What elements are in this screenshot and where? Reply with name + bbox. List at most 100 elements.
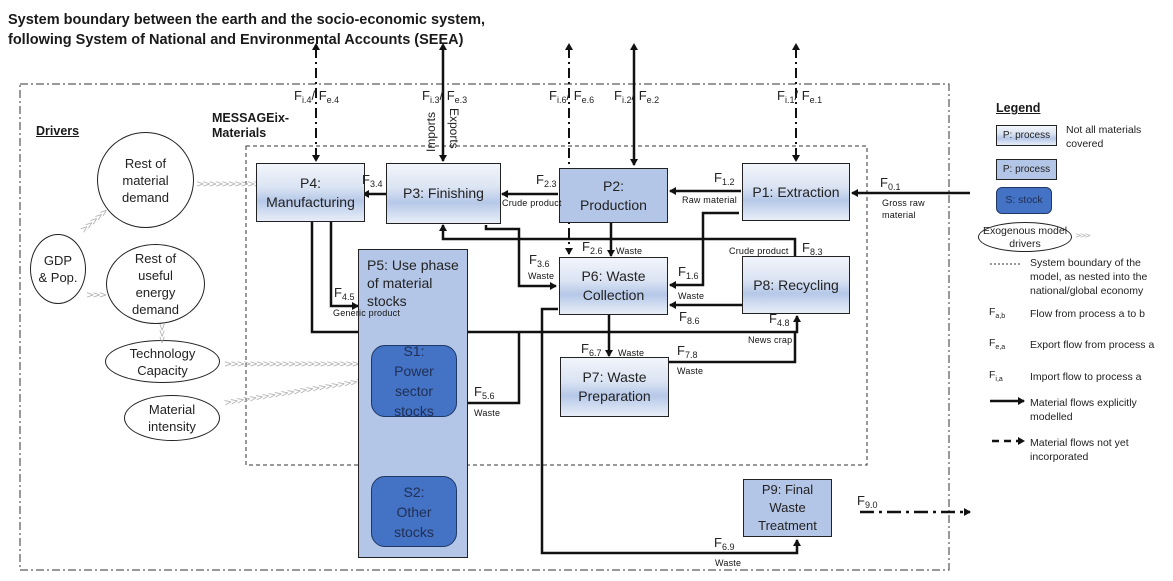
model-header: MESSAGEix- Materials (212, 111, 289, 141)
flow-desc-f45: Generic product (333, 308, 401, 318)
flow-label-f69: F6.9 (714, 535, 735, 552)
flow-label-f90: F9.0 (857, 493, 878, 510)
legend-boundary-text: System boundary of the model, as nested … (1030, 257, 1148, 297)
flow-desc-f48: News crap (748, 335, 793, 345)
legend-fia-symbol: Fi,a (989, 369, 1003, 384)
legend-fab-text: Flow from process a to b (1030, 308, 1145, 320)
legend-process-solid: P: process (996, 159, 1057, 180)
legend-process-gradient-note: Not all materials covered (1066, 124, 1142, 150)
stock-s1-power-sector[interactable]: S1: Power sector stocks (371, 343, 457, 419)
driver-material-intensity: Material intensity (124, 395, 220, 441)
flow-desc-f83: Crude product (729, 246, 789, 256)
chevron-arrow-icon: >>> (156, 322, 168, 343)
flow-label-f48: F4.8 (769, 311, 790, 328)
driver-gdp-pop: GDP & Pop. (30, 234, 86, 304)
flow-label-f67: F6.7 (581, 341, 602, 358)
trade-label-p1: Fi.1/ Fe.1 (777, 88, 823, 105)
chevron-arrow-icon: >>> (1075, 231, 1091, 240)
flow-desc-f36: Waste (528, 271, 555, 281)
flow-desc-f12: Raw material (682, 195, 737, 205)
process-p6-waste-collection[interactable]: P6: Waste Collection (559, 257, 668, 315)
title-line-1: System boundary between the earth and th… (8, 12, 486, 28)
model-header-line-2: Materials (212, 126, 267, 140)
title-line-2: following System of National and Environ… (8, 32, 464, 48)
flow-label-f36: F3.6 (529, 252, 550, 269)
driver-rest-energy-demand: Rest of useful energy demand (106, 244, 205, 324)
process-p4-manufacturing[interactable]: P4: Manufacturing (256, 163, 365, 222)
legend-drivers: Exogenous model drivers (978, 222, 1072, 252)
flow-label-f16: F1.6 (678, 264, 699, 281)
model-boundary (245, 145, 868, 466)
legend-fia-text: Import flow to process a (1030, 371, 1142, 383)
process-label: P6: Waste Collection (581, 268, 646, 303)
flow-f69 (540, 307, 801, 555)
chevron-arrow-icon: >>> (86, 290, 107, 301)
process-label: P2: Production (580, 177, 647, 213)
process-label: P4: Manufacturing (266, 174, 355, 210)
driver-label: Rest of useful energy demand (132, 251, 179, 317)
flow-f78 (668, 332, 797, 364)
flow-f48 (310, 210, 801, 334)
flow-desc-f16: Waste (678, 291, 705, 301)
exports-label: Exports (447, 108, 461, 149)
flow-f83 (439, 224, 797, 256)
process-label: P1: Extraction (752, 183, 840, 200)
legend-title: Legend (996, 101, 1041, 115)
flow-label-f83: F8.3 (802, 240, 823, 257)
flow-desc-f26: Waste (616, 246, 643, 256)
flow-f56 (468, 332, 521, 405)
flow-label-f26: F2.6 (582, 239, 603, 256)
trade-label-p3: Fi.3/ Fe.3 (422, 88, 468, 105)
flow-desc-f78: Waste (677, 366, 704, 376)
seea-boundary (19, 83, 950, 571)
legend-solid-arrow-text: Material flows explicitly modelled (1030, 397, 1137, 423)
flow-label-f12: F1.2 (714, 170, 735, 187)
legend-fea-text: Export flow from process a (1030, 339, 1155, 351)
process-p2-production[interactable]: P2: Production (559, 168, 668, 223)
chevron-arrow-icon: >>>>>>>>>>>>>>> (196, 179, 294, 190)
imports-label: Imports (424, 111, 438, 152)
legend-fea-symbol: Fe,a (989, 337, 1006, 352)
flow-desc-f23: Crude product (502, 198, 562, 208)
process-label: P9: Final Waste Treatment (758, 482, 817, 533)
flow-desc-f67: Waste (618, 348, 645, 358)
driver-label: Material intensity (148, 402, 196, 434)
process-p1-extraction[interactable]: P1: Extraction (742, 163, 850, 221)
process-label: P5: Use phase of material stocks (367, 257, 459, 309)
legend-stock: S: stock (996, 187, 1052, 214)
stock-s2-other[interactable]: S2: Other stocks (371, 476, 457, 547)
model-header-line-1: MESSAGEix- (212, 111, 290, 125)
flow-label-f23: F2.3 (536, 172, 557, 189)
flow-desc-f69: Waste (715, 558, 742, 568)
driver-technology-capacity: Technology Capacity (105, 340, 220, 383)
flow-label-f45: F4.5 (334, 285, 355, 302)
process-p8-recycling[interactable]: P8: Recycling (742, 256, 850, 314)
flow-desc-f01: Gross raw material (882, 198, 925, 220)
flow-label-f86: F8.6 (679, 309, 700, 326)
process-p9-final-waste-treatment[interactable]: P9: Final Waste Treatment (743, 479, 832, 537)
flow-label-f01: F0.1 (880, 175, 901, 192)
trade-label-p4: Fi.4/ Fe.4 (294, 88, 340, 105)
process-label: P3: Finishing (403, 185, 484, 201)
trade-label-p6: Fi.6/ Fe.6 (549, 88, 595, 105)
trade-label-p2: Fi.2/ Fe.2 (614, 88, 660, 105)
stock-label: S1: Power sector stocks (394, 343, 434, 419)
driver-label: GDP & Pop. (38, 253, 78, 285)
process-p3-finishing[interactable]: P3: Finishing (386, 163, 501, 224)
legend-dash-arrow-text: Material flows not yet incorporated (1030, 437, 1129, 463)
driver-label: Technology Capacity (129, 345, 196, 378)
driver-label: Rest of material demand (122, 155, 169, 205)
flow-f36 (484, 225, 557, 290)
diagram-title: System boundary between the earth and th… (8, 10, 485, 50)
legend-fab-symbol: Fa,b (989, 306, 1006, 321)
stock-label: S2: Other stocks (394, 483, 434, 540)
flow-label-f56: F5.6 (474, 384, 495, 401)
process-p7-waste-preparation[interactable]: P7: Waste Preparation (560, 357, 669, 417)
flow-f45 (329, 210, 359, 310)
flow-label-f78: F7.8 (677, 343, 698, 360)
drivers-header: Drivers (36, 124, 80, 138)
process-label: P8: Recycling (753, 276, 839, 293)
legend-process-gradient: P: process (996, 125, 1057, 146)
chevron-arrow-icon: >>>>>>>>>>>>>>>>>>>>>>>>> (224, 359, 385, 370)
